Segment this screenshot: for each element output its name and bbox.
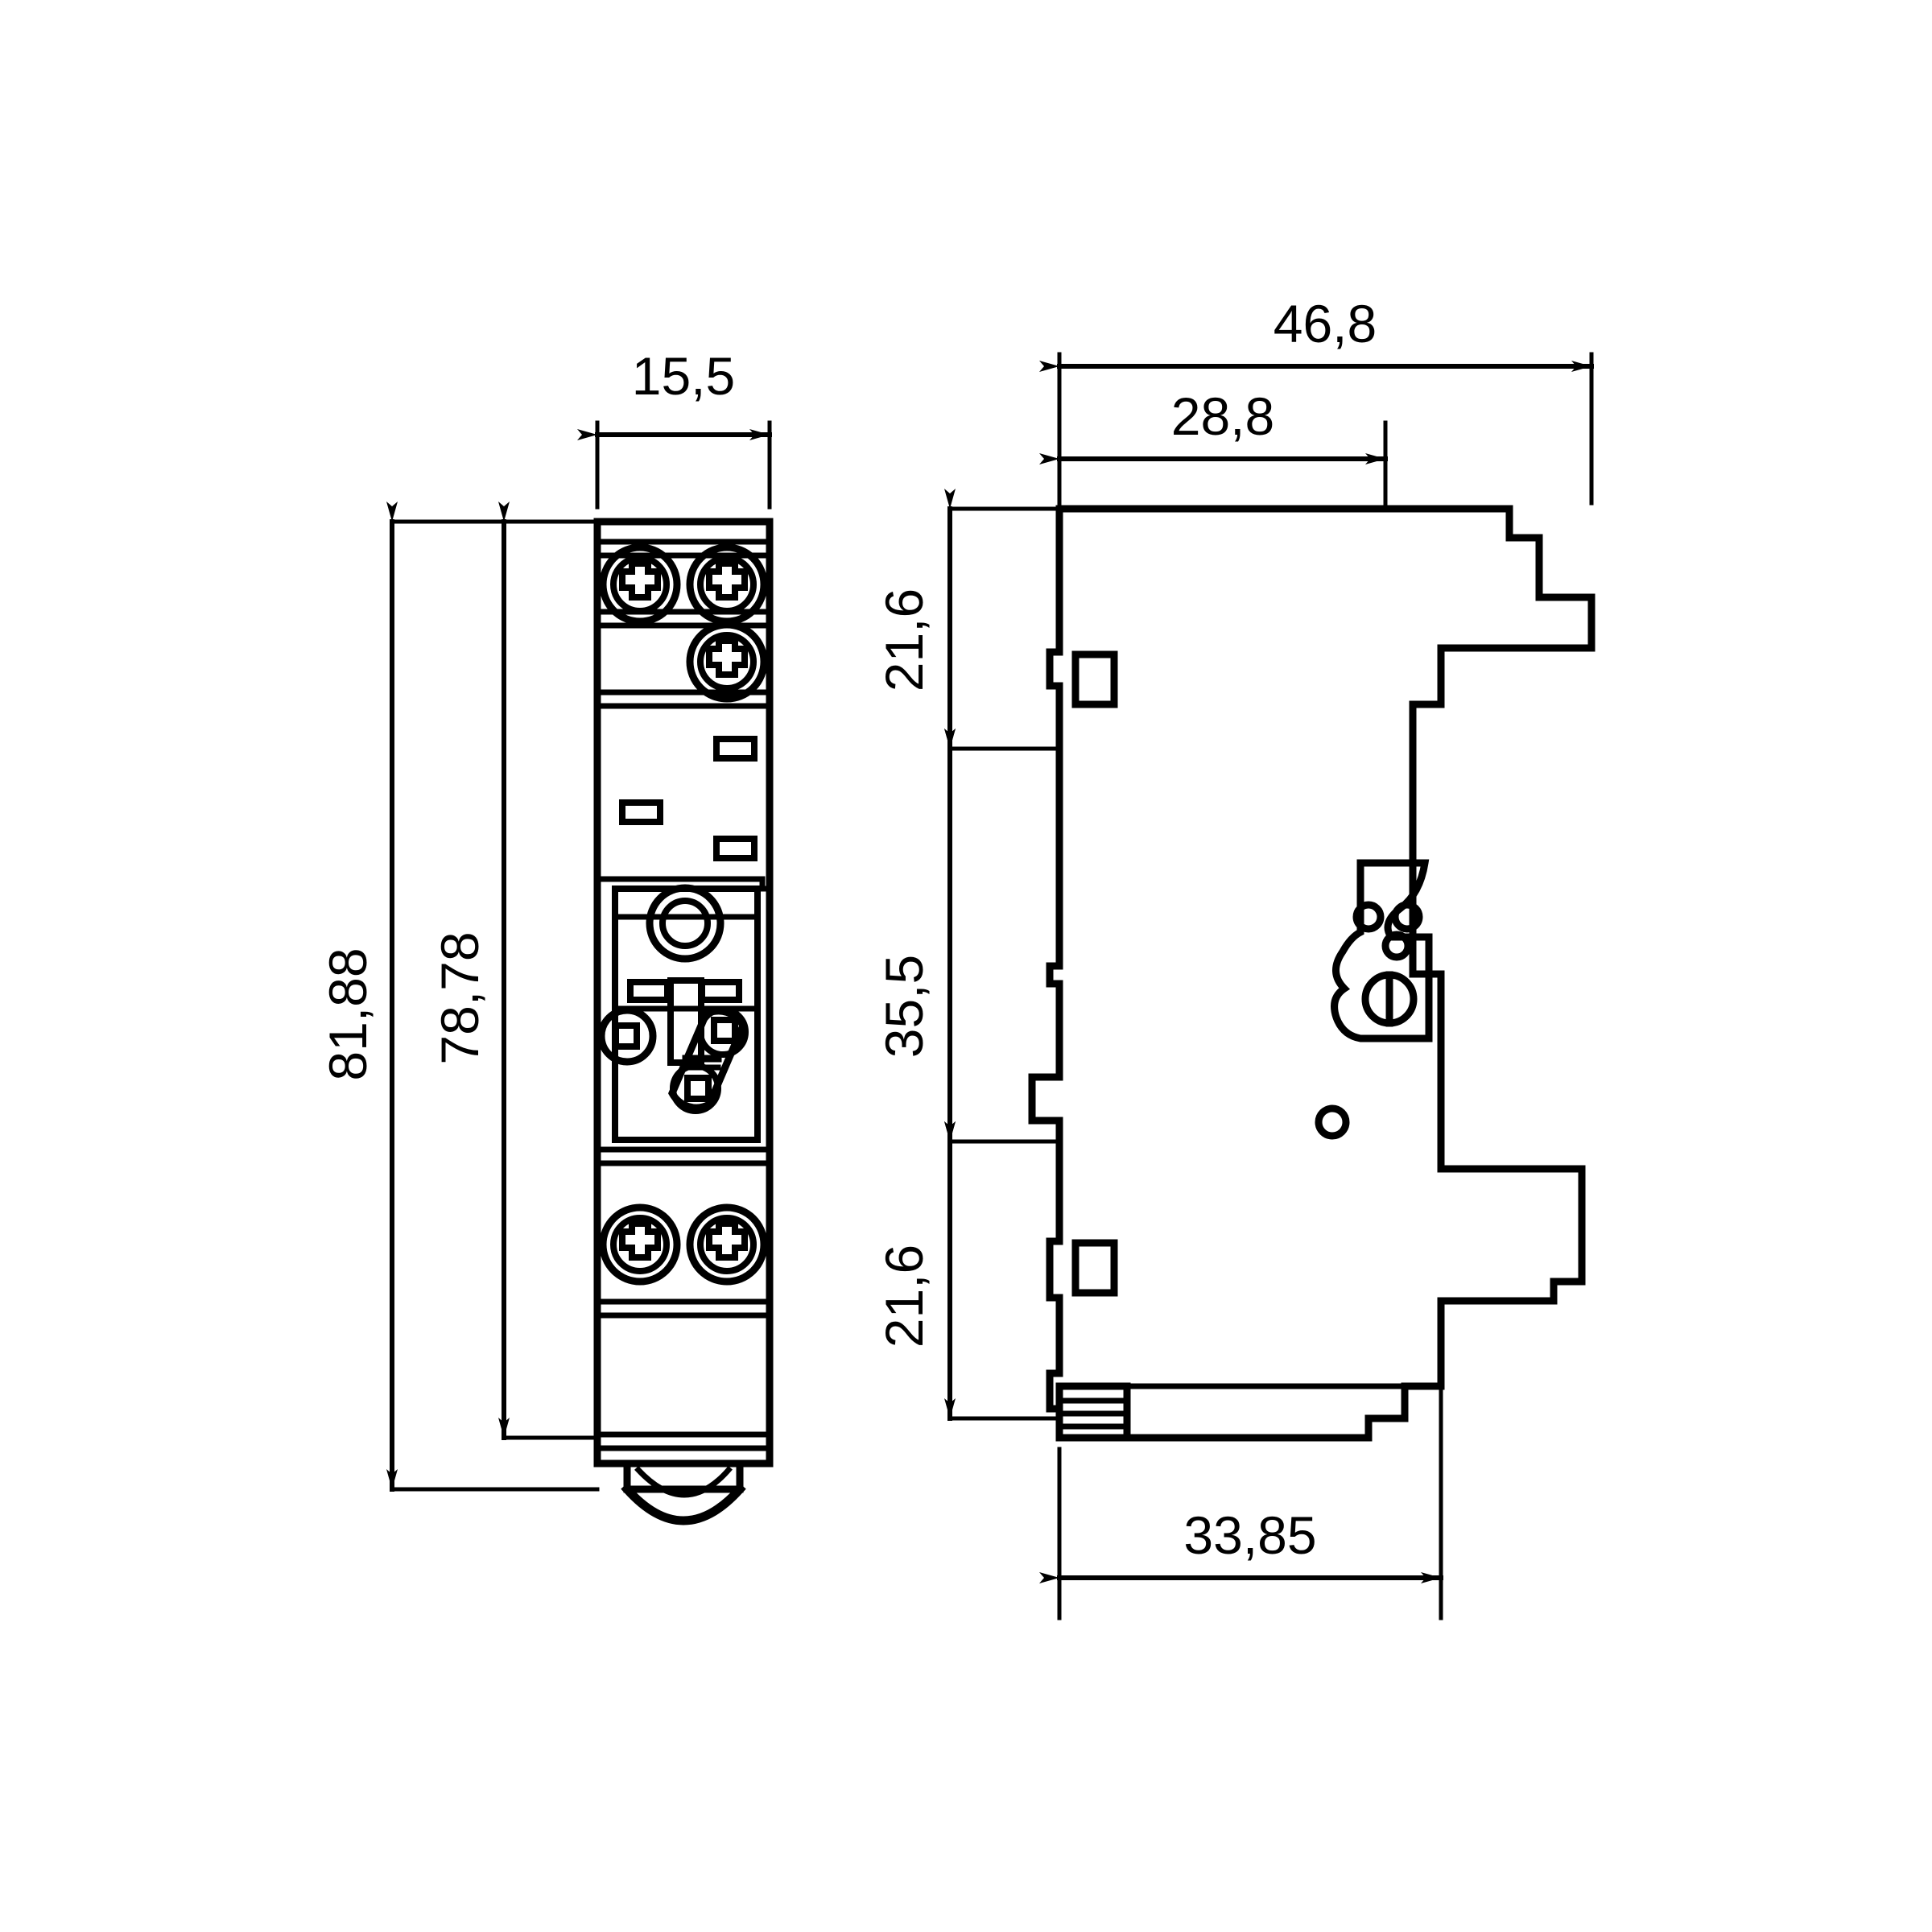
top-terminal-block [594,539,773,629]
dimension-label-21-6-top: 21,6 [874,588,934,691]
lower-terminal-block [594,1208,773,1319]
screw-terminal [690,1208,764,1282]
side-vent-slot-lower [1071,1239,1118,1297]
dimension-label-21-6-bottom: 21,6 [874,1245,934,1348]
base-panel [594,1431,773,1451]
dimension-label-35-5: 35,5 [874,955,934,1058]
dimension-height-21-6-top [944,489,1062,751]
dimension-height-21-6-bottom [944,1121,1062,1421]
side-body-outline [1028,505,1596,1442]
retainer-hole-icon [646,884,724,963]
dimension-label-81-88: 81,88 [318,947,378,1080]
dimension-label-15-5: 15,5 [632,346,735,406]
retaining-clip-detail [1331,859,1433,1042]
dimension-height-35-5 [944,729,1062,1144]
din-rail-clip-icon [621,1459,746,1525]
dimension-label-33-85: 33,85 [1183,1505,1316,1565]
dimension-depth-46-8 [1039,352,1594,506]
screw-terminal [690,625,764,699]
dimension-label-78-78: 78,78 [430,931,489,1064]
clip-hole-icon [1381,931,1412,961]
dimension-depth-28-8 [1039,420,1388,506]
side-view [1028,505,1596,1442]
dimension-width-15-5 [577,420,772,510]
lever-pivot-icon [597,1006,657,1066]
front-view [593,518,774,1525]
dimension-depth-33-85 [1039,1302,1443,1620]
label-recess-panel [594,736,766,882]
center-retainer-panel [594,876,773,1166]
clip-pivot-hole-icon [1352,901,1385,933]
upper-mid-terminal-block [594,625,773,709]
clip-screw-icon [1365,975,1414,1023]
dimension-label-28-8: 28,8 [1171,386,1274,446]
mounting-hole-icon [1315,1104,1350,1140]
release-lever-icon [668,1006,749,1114]
screw-terminal [690,547,764,621]
dimension-height-78-78 [498,502,600,1440]
side-vent-slot-upper [1071,650,1118,708]
screw-terminal [603,1208,677,1282]
dimension-height-81-88 [386,502,600,1492]
din-rail-foot-detail [1055,1382,1408,1442]
dimension-label-46-8: 46,8 [1274,294,1377,353]
front-body-outline [593,518,774,1468]
clip-hole-icon [1391,901,1423,933]
screw-terminal [603,547,677,621]
